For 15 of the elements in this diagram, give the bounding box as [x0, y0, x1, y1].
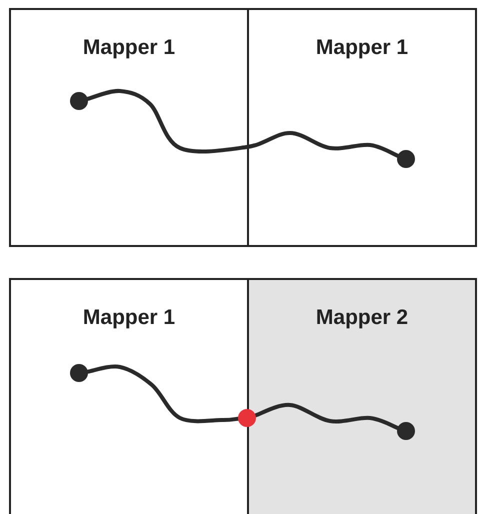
panel-region	[247, 278, 477, 514]
endpoint-dot	[397, 150, 415, 168]
trajectory-line	[86, 364, 240, 424]
panel-region	[9, 8, 249, 247]
region-title: Mapper 1	[316, 36, 408, 60]
trajectory-line	[86, 88, 400, 158]
panel-region	[9, 278, 249, 514]
region-title: Mapper 1	[82, 306, 176, 330]
endpoint-dot	[70, 92, 88, 110]
endpoint-dot	[397, 422, 415, 440]
region-title: Mapper 1	[82, 36, 176, 60]
trajectory-line	[254, 402, 400, 430]
endpoint-dot	[70, 364, 88, 382]
panel-region	[247, 8, 477, 247]
region-title: Mapper 2	[316, 306, 408, 330]
